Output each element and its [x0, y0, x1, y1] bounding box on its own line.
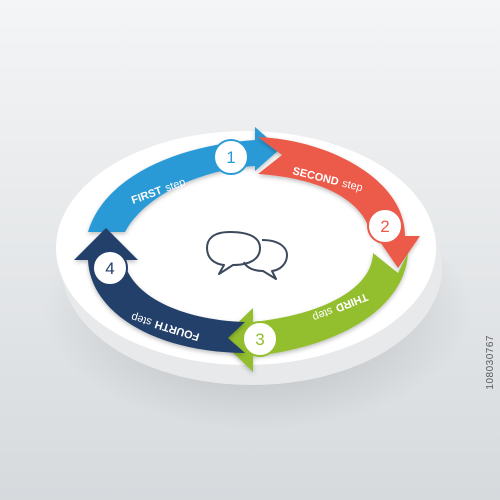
watermark-logo — [0, 486, 500, 500]
step-badge-1: 1 — [213, 139, 249, 175]
step-number-2: 2 — [380, 217, 389, 236]
step-badge-2: 2 — [367, 208, 403, 244]
step-number-3: 3 — [255, 330, 264, 349]
speech-bubbles-icon — [206, 231, 288, 280]
step-badge-4: 4 — [92, 250, 128, 286]
step-number-1: 1 — [226, 148, 235, 167]
step-badge-3: 3 — [242, 321, 278, 357]
stock-id-label: 108030767 — [485, 335, 496, 390]
step-number-4: 4 — [105, 259, 114, 278]
